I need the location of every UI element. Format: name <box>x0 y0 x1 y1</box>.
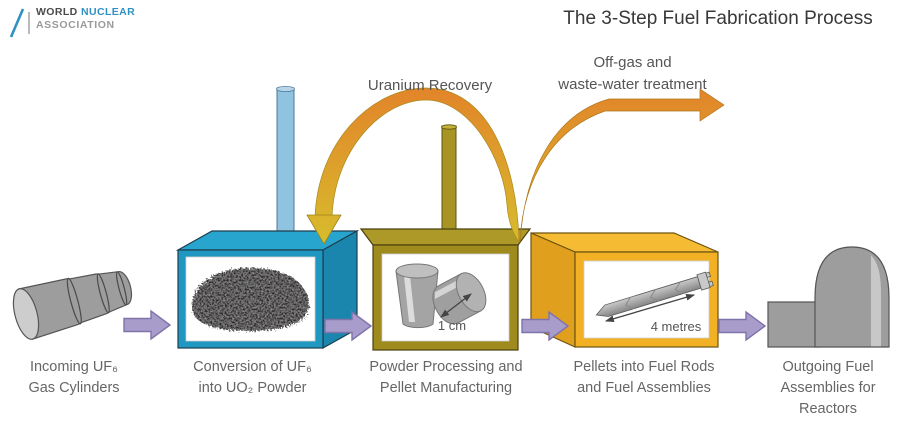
stage-label-conversion: Conversion of UF₆ into UO₂ Powder <box>193 359 312 396</box>
offgas-label-line1: Off-gas and <box>593 54 672 71</box>
uo2-powder-icon <box>191 268 309 331</box>
uranium-recovery-label: Uranium Recovery <box>367 77 493 94</box>
offgas-label-line2: waste-water treatment <box>558 76 707 93</box>
conversion-chimney <box>276 87 295 254</box>
logo-slash-icon <box>9 8 30 38</box>
process-arrow-1 <box>123 309 172 341</box>
process-arrow-2 <box>324 310 373 342</box>
conversion-box <box>175 86 360 350</box>
logo-line1: WORLD NUCLEAR <box>36 6 135 19</box>
world-nuclear-association-logo: WORLD NUCLEAR ASSOCIATION <box>6 6 135 40</box>
recovery-arrowhead-icon <box>306 214 342 245</box>
stage-label-powder-processing: Powder Processing and Pellet Manufacturi… <box>369 359 523 396</box>
page-title: The 3-Step Fuel Fabrication Process <box>563 8 873 29</box>
rod-dimension-arrow <box>604 293 696 323</box>
pellet-size-label: 1 cm <box>437 318 467 333</box>
offgas-label: Off-gas and waste-water treatment <box>530 52 735 96</box>
powder-processing-box <box>359 124 532 351</box>
logo-word-nuclear: NUCLEAR <box>81 6 136 18</box>
process-arrow-4 <box>718 310 767 342</box>
fuel-rods-box <box>530 232 719 348</box>
logo-word-world: WORLD <box>36 6 78 18</box>
rod-length-label: 4 metres <box>650 319 702 334</box>
pellet-dimension-arrow <box>440 293 472 318</box>
reactor-icon <box>767 246 890 348</box>
stage-label-incoming: Incoming UF₆ Gas Cylinders <box>28 359 120 396</box>
uranium-recovery-arrow <box>306 87 520 245</box>
uf6-cylinder-icon <box>12 271 133 340</box>
process-arrow-3 <box>521 310 570 342</box>
stage-label-fuel-rods: Pellets into Fuel Rods and Fuel Assembli… <box>573 359 715 396</box>
fuel-pellets-icon <box>395 263 487 329</box>
offgas-arrow <box>519 88 725 243</box>
stage-label-outgoing: Outgoing Fuel Assemblies for Reactors <box>780 359 876 417</box>
logo-line2: ASSOCIATION <box>36 19 115 31</box>
fuel-rod-icon <box>595 271 714 323</box>
